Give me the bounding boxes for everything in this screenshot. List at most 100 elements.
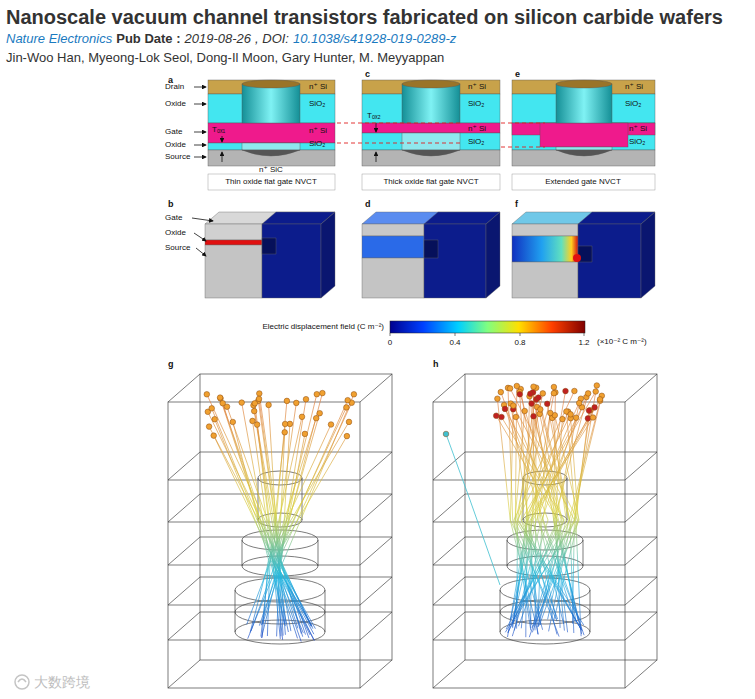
trajectory-end-dot: [204, 392, 210, 398]
trajectory-end-dot: [585, 391, 591, 397]
trajectory-line: [221, 398, 316, 628]
trajectory-end-dot: [344, 405, 350, 411]
pub-date-label: Pub Date :: [116, 32, 180, 45]
trajectory-end-dot: [320, 390, 326, 396]
layer-name: Oxide: [165, 229, 186, 237]
citation-row: Nature ElectronicsPub Date :2019-08-26, …: [6, 32, 460, 45]
pub-date: 2019-08-26: [185, 32, 252, 45]
layer-name: Gate: [165, 128, 182, 136]
panel-letter: e: [515, 70, 520, 79]
tox-arrows: [376, 123, 377, 162]
trajectory-end-dot: [528, 391, 534, 397]
layer-name: Source: [165, 153, 190, 161]
thickness-label: Tₒₓ₂: [367, 112, 381, 120]
trajectory-end-dot: [251, 408, 257, 414]
trajectory-end-dot: [529, 401, 535, 407]
trajectory-end-dot: [551, 384, 557, 390]
material-label: n⁺ SiC: [259, 166, 283, 174]
trajectory-end-dot: [328, 422, 334, 428]
trajectory-line: [446, 434, 500, 585]
material-label: n⁺ Si: [468, 83, 486, 91]
trajectory-end-dot: [538, 407, 544, 413]
trajectory-end-dot: [211, 433, 217, 439]
material-label: SiO₂: [625, 100, 641, 108]
trajectory-end-dot: [568, 412, 574, 418]
layer-name: Oxide: [165, 141, 186, 149]
trajectory-end-dot: [560, 416, 566, 422]
trajectory-end-dot: [302, 431, 308, 437]
trajectory-end-dot: [531, 384, 537, 390]
trajectory-end-dot: [282, 430, 288, 436]
trajectory-end-dot: [345, 397, 351, 403]
panel-caption: Thick oxide flat gate NVCT: [383, 178, 478, 186]
trajectory-end-dot: [585, 416, 591, 422]
trajectory-end-dot: [536, 395, 542, 401]
trajectory-end-dot: [499, 414, 505, 420]
trajectory-end-dot: [252, 401, 258, 407]
material-label: n⁺ Si: [468, 125, 486, 133]
journal-name: Nature Electronics: [6, 32, 112, 45]
colour-bar-ticks: [390, 333, 584, 336]
layer-pointer-arrows: [194, 87, 222, 162]
material-label: SiO₂: [468, 100, 484, 108]
trajectory-line: [529, 401, 600, 638]
material-label: n⁺ Si: [309, 83, 327, 91]
trajectory-line: [533, 399, 600, 621]
trajectory-line: [274, 403, 310, 635]
b-leader-lines: [192, 218, 213, 256]
trajectory-end-dot: [346, 419, 352, 425]
tick-label: 0.4: [449, 339, 460, 347]
trajectory-end-dot: [544, 401, 550, 407]
tick-label: 0: [388, 339, 392, 347]
trajectory-end-dot: [282, 421, 288, 427]
trajectory-end-dot: [256, 396, 262, 402]
trajectory-end-dot: [220, 400, 226, 406]
simulation-box-g: [168, 374, 392, 688]
trajectory-end-dot: [594, 383, 600, 389]
trajectory-end-dot: [266, 402, 272, 408]
tick-label: 0.8: [514, 339, 525, 347]
trajectory-end-dot: [572, 388, 578, 394]
material-label: n⁺ Si: [629, 125, 647, 133]
colour-bar: [390, 321, 585, 333]
material-label: SiO₂: [629, 138, 645, 146]
trajectory-end-dot: [209, 406, 215, 412]
panel-caption: Extended gate NVCT: [545, 178, 621, 186]
panel-letter: d: [365, 200, 371, 209]
trajectory-end-dot: [502, 406, 508, 412]
field-block-b: [205, 212, 335, 298]
trajectory-end-dot: [313, 415, 319, 421]
trajectory-line: [532, 404, 577, 623]
field-block-f: [512, 212, 655, 298]
panel-letter: h: [433, 360, 439, 369]
panel-letter: b: [168, 200, 174, 209]
thick-oxide-stack: [362, 80, 500, 190]
trajectory-end-dot: [443, 431, 449, 437]
material-label: n⁺ Si: [309, 127, 327, 135]
electron-trajectories: [204, 383, 605, 642]
trajectory-line: [539, 413, 564, 624]
trajectory-end-dot: [597, 397, 603, 403]
material-label: n⁺ Si: [625, 83, 643, 91]
layer-name: Gate: [165, 214, 182, 222]
layer-name: Source: [165, 244, 190, 252]
trajectory-end-dot: [344, 433, 350, 439]
trajectory-end-dot: [586, 408, 592, 414]
trajectory-end-dot: [573, 415, 579, 421]
tick-label: 1.2: [578, 339, 589, 347]
trajectory-end-dot: [517, 392, 523, 398]
extended-gate-stack: [512, 80, 655, 190]
colour-bar-title: Electric displacement field (C m⁻²): [262, 323, 384, 331]
trajectory-end-dot: [514, 383, 520, 389]
trajectory-end-dot: [495, 396, 501, 402]
trajectory-end-dot: [303, 396, 309, 402]
red-dashed-guides: [337, 123, 545, 147]
trajectory-end-dot: [239, 400, 245, 406]
panel-caption: Thin oxide flat gate NVCT: [225, 178, 317, 186]
trajectory-end-dot: [250, 418, 256, 424]
trajectory-end-dot: [540, 391, 546, 397]
trajectory-end-dot: [593, 389, 599, 395]
doi-link: 10.1038/s41928-019-0289-z: [293, 32, 456, 45]
